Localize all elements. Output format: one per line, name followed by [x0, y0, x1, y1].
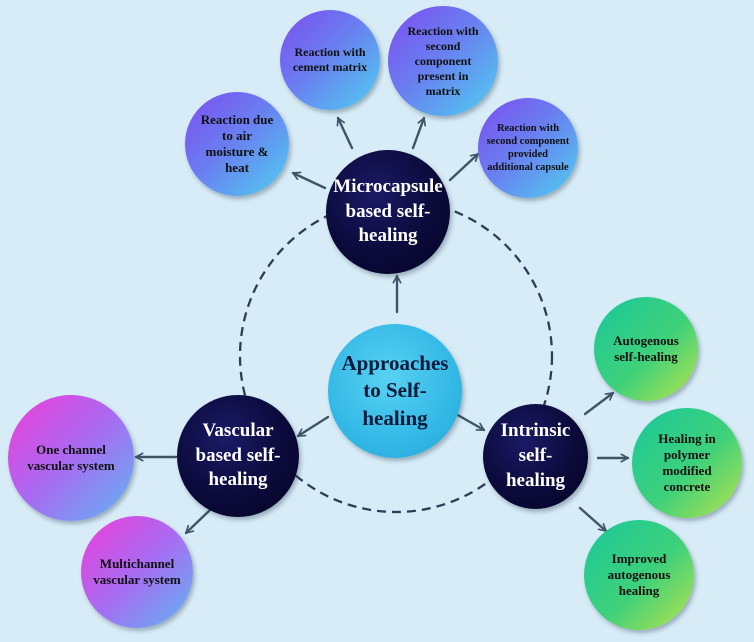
vascular-node-label: Vascular based self-healing [195, 419, 281, 491]
intrinsic-node: Intrinsic self-healing [483, 404, 588, 509]
arrow-micro-to-second-component [411, 116, 424, 150]
arrow-intrinsic-to-autogenous [583, 391, 615, 416]
microcapsule-node-label: Microcapsule based self-healing [333, 175, 443, 247]
leaf-multichannel-label: Multichannel vascular system [93, 555, 181, 587]
leaf-second-component-matrix: Reaction with second component present i… [388, 6, 498, 116]
leaf-multichannel: Multichannel vascular system [81, 516, 193, 628]
arrow-micro-to-cement-matrix [338, 116, 354, 150]
arrow-center-to-vascular [296, 415, 330, 438]
leaf-air-moisture-heat: Reaction due to air moisture & heat [185, 92, 289, 196]
arrow-center-to-intrinsic [454, 412, 486, 432]
microcapsule-node: Microcapsule based self-healing [326, 150, 450, 274]
leaf-cement-matrix: Reaction with cement matrix [280, 10, 380, 110]
leaf-improved-autogenous-label: Improved autogenous healing [607, 550, 671, 599]
center-node-approaches: Approaches to Self-healing [328, 324, 462, 458]
intrinsic-node-label: Intrinsic self-healing [500, 420, 571, 491]
dashed-ring [238, 198, 554, 514]
leaf-polymer-modified-label: Healing in polymer modified concrete [658, 430, 716, 495]
leaf-autogenous-label: Autogenous self-healing [613, 332, 679, 364]
leaf-additional-capsule: Reaction with second component provided … [478, 98, 578, 198]
leaf-one-channel-label: One channel vascular system [27, 441, 115, 473]
arrow-micro-to-air-moisture [291, 173, 327, 190]
leaf-autogenous: Autogenous self-healing [594, 297, 698, 401]
leaf-improved-autogenous: Improved autogenous healing [584, 520, 694, 630]
leaf-one-channel: One channel vascular system [8, 395, 134, 521]
arrow-intrinsic-to-improved [578, 506, 608, 533]
leaf-air-moisture-heat-label: Reaction due to air moisture & heat [200, 111, 274, 176]
leaf-second-component-matrix-label: Reaction with second component present i… [407, 23, 479, 98]
leaf-additional-capsule-label: Reaction with second component provided … [486, 122, 570, 174]
arrow-micro-to-additional-capsule [448, 152, 480, 182]
center-node-label: Approaches to Self-healing [341, 351, 449, 430]
arrow-vascular-to-multichannel [184, 508, 212, 535]
leaf-cement-matrix-label: Reaction with cement matrix [292, 45, 368, 74]
leaf-polymer-modified: Healing in polymer modified concrete [632, 408, 742, 518]
vascular-node: Vascular based self-healing [177, 395, 299, 517]
